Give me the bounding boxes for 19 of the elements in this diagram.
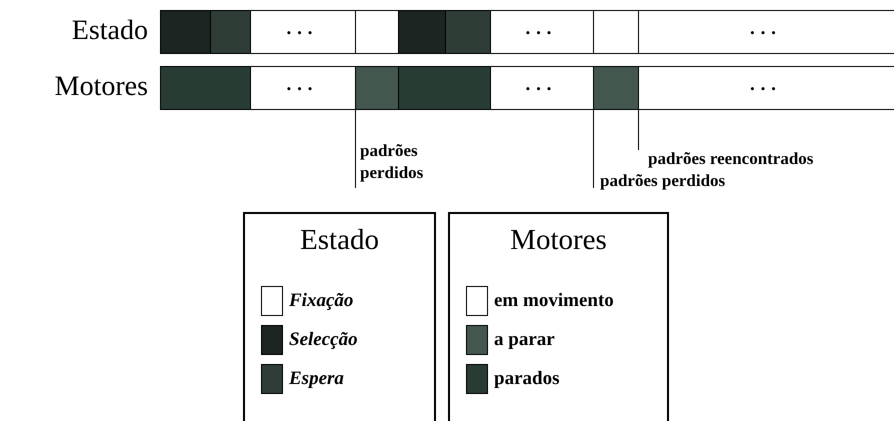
row-label: Motores bbox=[54, 73, 148, 101]
row-label: Estado bbox=[72, 17, 148, 45]
ellipsis-text: ••• bbox=[526, 82, 558, 94]
ellipsis-text: ••• bbox=[750, 82, 782, 94]
legend-text: Fixação bbox=[289, 288, 354, 313]
ellipsis-text: ••• bbox=[286, 26, 318, 38]
legend-text: a parar bbox=[494, 328, 555, 352]
event-annotation: padrões reencontrados bbox=[648, 148, 814, 170]
legend-title: Motores bbox=[509, 223, 608, 258]
legend-text: parados bbox=[494, 366, 560, 391]
ellipsis-text: ••• bbox=[526, 26, 558, 38]
legend-text: Selecção bbox=[289, 328, 358, 352]
legend-text: Espera bbox=[289, 366, 344, 391]
ellipsis-text: ••• bbox=[286, 82, 318, 94]
event-annotation: padrões perdidos bbox=[600, 170, 726, 192]
event-annotation: padrões perdidos bbox=[360, 140, 424, 184]
ellipsis-text: ••• bbox=[750, 26, 782, 38]
legend-text: em movimento bbox=[494, 288, 614, 313]
legend-title: Estado bbox=[299, 223, 380, 258]
